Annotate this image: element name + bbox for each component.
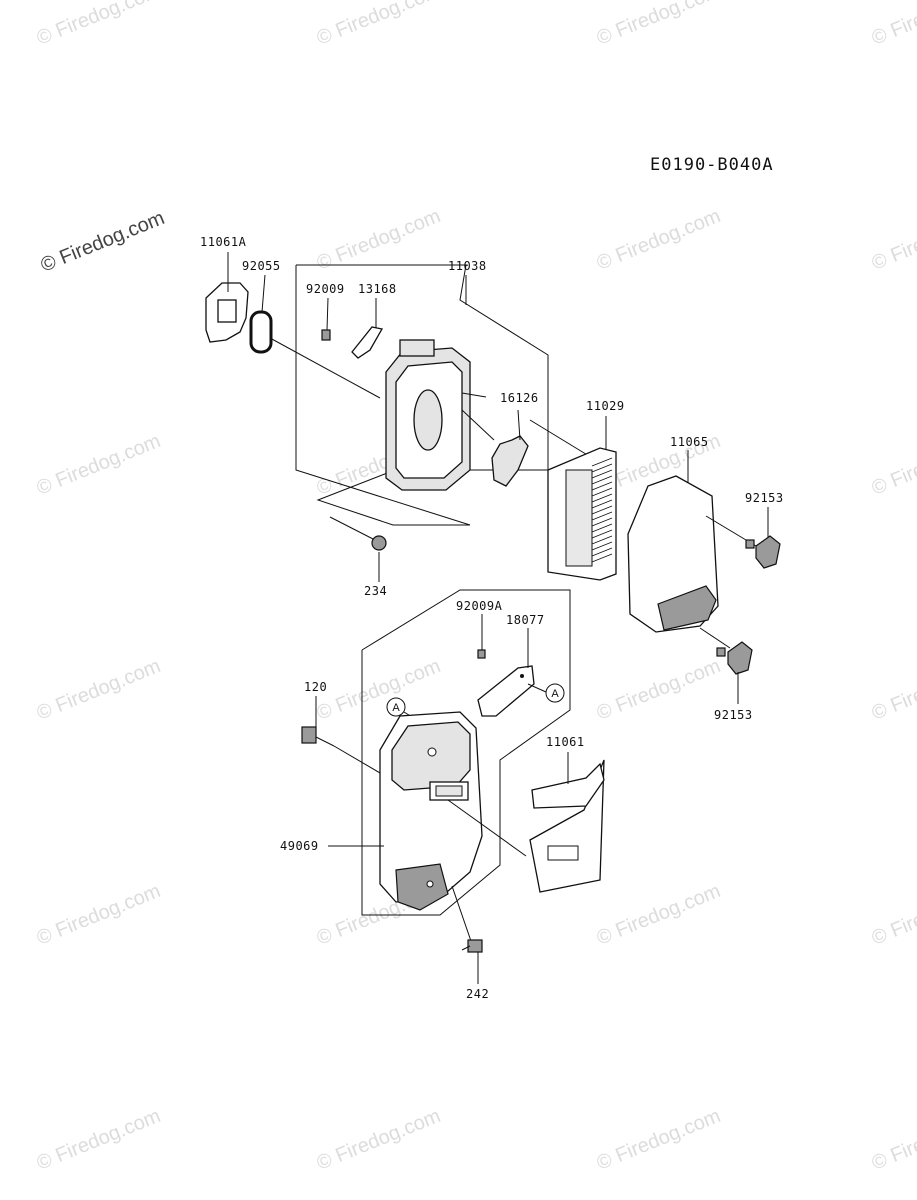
watermark: © Firedog.com	[314, 1105, 444, 1175]
air-cleaner-base-tab	[399, 339, 435, 357]
filter-pleats-11029	[591, 457, 613, 563]
watermark: © Firedog.com	[869, 205, 917, 275]
label-11029: 11029	[586, 399, 625, 413]
watermark: © Firedog.com	[594, 655, 724, 725]
bolt-242	[467, 939, 483, 953]
part-labels: 11061A 92055 11038 92009 13168 16126 110…	[200, 235, 784, 1001]
label-92009A: 92009A	[456, 599, 503, 613]
callout-a-right	[545, 683, 565, 703]
knob-92153-bottom	[727, 641, 753, 675]
label-49069: 49069	[280, 839, 319, 853]
axis-16126	[461, 409, 495, 441]
group-bracket-49069	[361, 589, 571, 916]
watermark: © Firedog.com	[869, 430, 917, 500]
leader-16126-b	[517, 409, 521, 441]
label-16126: 16126	[500, 391, 539, 405]
watermark: © Firedog.com	[34, 1105, 164, 1175]
label-92153-bottom: 92153	[714, 708, 753, 722]
axis-242	[451, 885, 473, 945]
assembly-axis-upper	[269, 337, 381, 399]
muffler-49069-hole	[427, 747, 437, 757]
shield-18077-hole	[520, 674, 524, 678]
watermark: © Firedog.com	[594, 1105, 724, 1175]
label-13168: 13168	[358, 282, 397, 296]
bolt-120-shaft	[315, 736, 335, 747]
leader-92009	[326, 297, 329, 331]
bolt-120-head	[301, 726, 317, 744]
watermark: © Firedog.com	[869, 880, 917, 950]
callout-a-left	[386, 697, 406, 717]
watermark: © Firedog.com	[314, 205, 444, 275]
gasket-11061-slot	[547, 845, 579, 861]
label-11065: 11065	[670, 435, 709, 449]
label-242: 242	[466, 987, 489, 1001]
label-11038: 11038	[448, 259, 487, 273]
axis-muffler-outlet	[447, 799, 527, 857]
knob-92153-top-stud	[745, 539, 755, 549]
watermark: © Firedog.com	[594, 880, 724, 950]
diagram-code: E0190-B040A	[650, 155, 774, 175]
watermark: © Firedog.com	[869, 655, 917, 725]
screw-92009	[321, 329, 331, 341]
muffler-49069-bracket-hole	[426, 880, 434, 888]
label-120: 120	[304, 680, 327, 694]
knob-92153-bottom-stud	[716, 647, 726, 657]
watermark: © Firedog.com	[34, 0, 164, 50]
watermark-prominent: © Firedog.com	[38, 207, 168, 277]
o-ring-92055	[249, 310, 273, 354]
watermark: © Firedog.com	[34, 430, 164, 500]
watermark: © Firedog.com	[594, 205, 724, 275]
muffler-49069-outlet-slot	[435, 785, 463, 797]
label-11061: 11061	[546, 735, 585, 749]
label-92009: 92009	[306, 282, 345, 296]
watermark: © Firedog.com	[314, 0, 444, 50]
label-92153-top: 92153	[745, 491, 784, 505]
label-92055: 92055	[242, 259, 281, 273]
cover-shade-11065	[657, 585, 717, 631]
plate-13168	[351, 326, 384, 359]
leader-18077-callout	[527, 683, 547, 693]
label-18077: 18077	[506, 613, 545, 627]
label-11061A: 11061A	[200, 235, 247, 249]
screw-92009A	[477, 649, 486, 659]
callout-a-left-label: A	[392, 702, 400, 714]
shield-18077	[477, 665, 535, 717]
gasket-11061-upper	[531, 762, 605, 809]
muffler-assembly: A A	[301, 589, 605, 984]
label-234: 234	[364, 584, 387, 598]
watermark: © Firedog.com	[869, 1105, 917, 1175]
watermark: © Firedog.com	[594, 0, 724, 50]
filter-foam-11029	[565, 469, 593, 567]
lever-16126	[491, 435, 529, 487]
leader-92055	[261, 274, 266, 313]
watermark: © Firedog.com	[34, 880, 164, 950]
air-cleaner-base-cam	[413, 389, 443, 451]
leader-16126-a	[461, 392, 487, 398]
callout-a-right-label: A	[551, 688, 559, 700]
muffler-49069-bracket	[395, 863, 449, 911]
axis-cover-bottom	[699, 627, 731, 649]
watermark: © Firedog.com	[869, 0, 917, 50]
bolt-234-shaft	[329, 516, 376, 541]
watermark: © Firedog.com	[34, 655, 164, 725]
bolt-242-shaft	[461, 945, 471, 951]
knob-92153-top	[755, 535, 781, 569]
bolt-234-nut	[371, 535, 387, 551]
gasket-11061A-hole	[217, 299, 237, 323]
air-cleaner-assembly	[205, 252, 781, 704]
